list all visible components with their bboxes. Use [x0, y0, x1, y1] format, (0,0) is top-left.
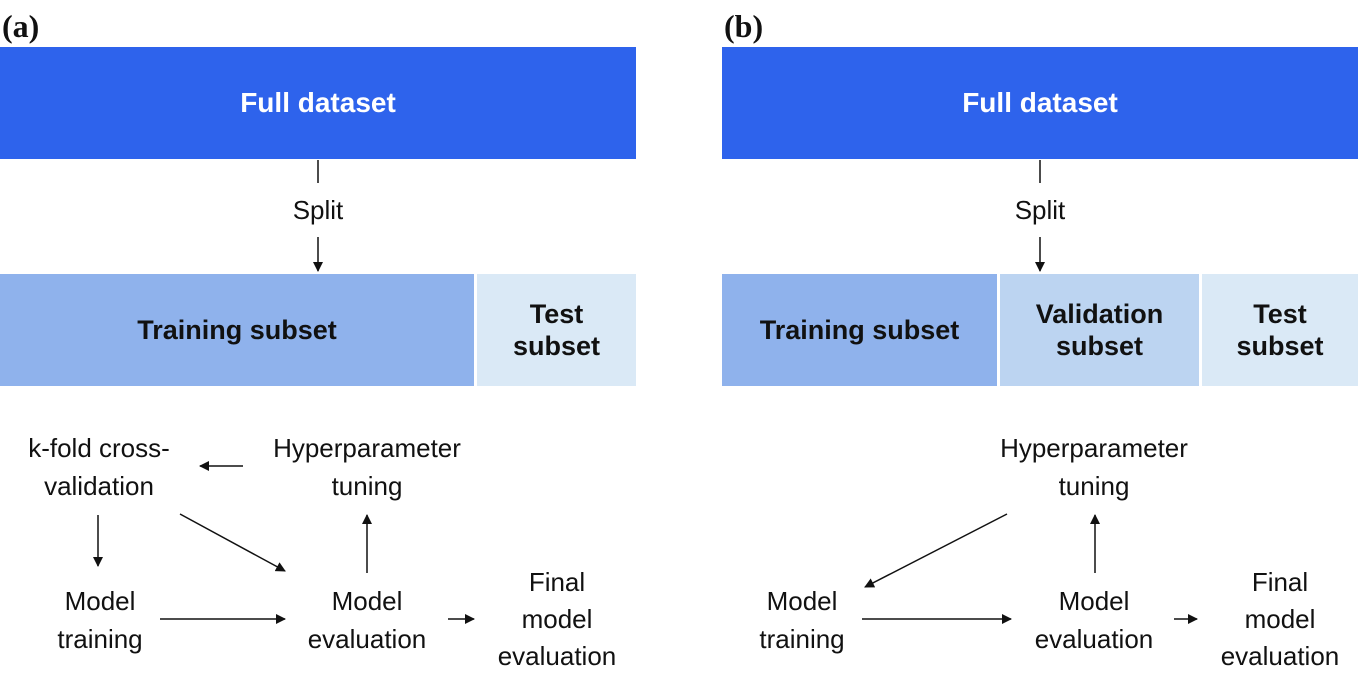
arrow-hyper-to-mtrain-b [864, 513, 1008, 588]
split-label-b: Split [1014, 195, 1066, 225]
mtrain-node-a: Model training [30, 583, 170, 658]
panel-label-a: (a) [2, 8, 40, 44]
training-subset-label-a: Training subset [137, 314, 337, 345]
hyper-line1-a: Hyperparameter [273, 433, 461, 463]
final-node-a: Final model evaluation [482, 564, 632, 675]
test-subset-line1-b: Test [1253, 298, 1307, 329]
kfold-node-a: k-fold cross- validation [0, 430, 198, 505]
full-dataset-label-b: Full dataset [962, 87, 1118, 119]
meval-line1-b: Model [1058, 586, 1130, 616]
meval-node-b: Model evaluation [1015, 583, 1173, 658]
final-line3-a: evaluation [497, 640, 617, 671]
test-subset-line1-a: Test [529, 298, 584, 329]
training-subset-box-a: Training subset [0, 274, 474, 386]
test-subset-box-a: Test subset [477, 274, 636, 386]
mtrain-line2-b: training [759, 623, 845, 654]
full-dataset-box-a: Full dataset [0, 47, 636, 159]
mtrain-line2-a: training [57, 623, 143, 654]
test-subset-line2-b: subset [1236, 331, 1324, 361]
full-dataset-box-b: Full dataset [722, 47, 1358, 159]
hyper-node-b: Hyperparameter tuning [974, 430, 1214, 505]
final-line1-b: Final [1251, 567, 1309, 597]
validation-subset-line2-b: subset [1055, 331, 1144, 361]
final-line2-a: model [521, 603, 593, 634]
full-dataset-label-a: Full dataset [240, 87, 396, 119]
hyper-node-a: Hyperparameter tuning [248, 430, 486, 505]
panel-label-b: (b) [724, 8, 764, 44]
meval-node-a: Model evaluation [288, 583, 446, 658]
validation-subset-box-b: Validation subset [1000, 274, 1199, 386]
mtrain-line1-a: Model [64, 586, 136, 616]
hyper-line2-a: tuning [331, 470, 403, 501]
kfold-line2-a: validation [44, 470, 154, 501]
split-label-a: Split [292, 195, 344, 225]
hyper-line2-b: tuning [1058, 470, 1130, 501]
final-node-b: Final model evaluation [1205, 564, 1355, 675]
meval-line2-a: evaluation [307, 623, 427, 654]
mtrain-node-b: Model training [732, 583, 872, 658]
final-line2-b: model [1244, 603, 1316, 634]
mtrain-line1-b: Model [766, 586, 838, 616]
kfold-line1-a: k-fold cross- [28, 433, 170, 463]
validation-subset-line1-b: Validation [1035, 298, 1164, 329]
hyper-line1-b: Hyperparameter [1000, 433, 1188, 463]
meval-line1-a: Model [331, 586, 403, 616]
arrow-kfold-to-meval-a [179, 513, 286, 572]
training-subset-label-b: Training subset [759, 314, 960, 345]
test-subset-line2-a: subset [512, 331, 601, 361]
final-line3-b: evaluation [1220, 640, 1340, 671]
test-subset-box-b: Test subset [1202, 274, 1358, 386]
training-subset-box-b: Training subset [722, 274, 997, 386]
meval-line2-b: evaluation [1034, 623, 1154, 654]
final-line1-a: Final [528, 567, 586, 597]
